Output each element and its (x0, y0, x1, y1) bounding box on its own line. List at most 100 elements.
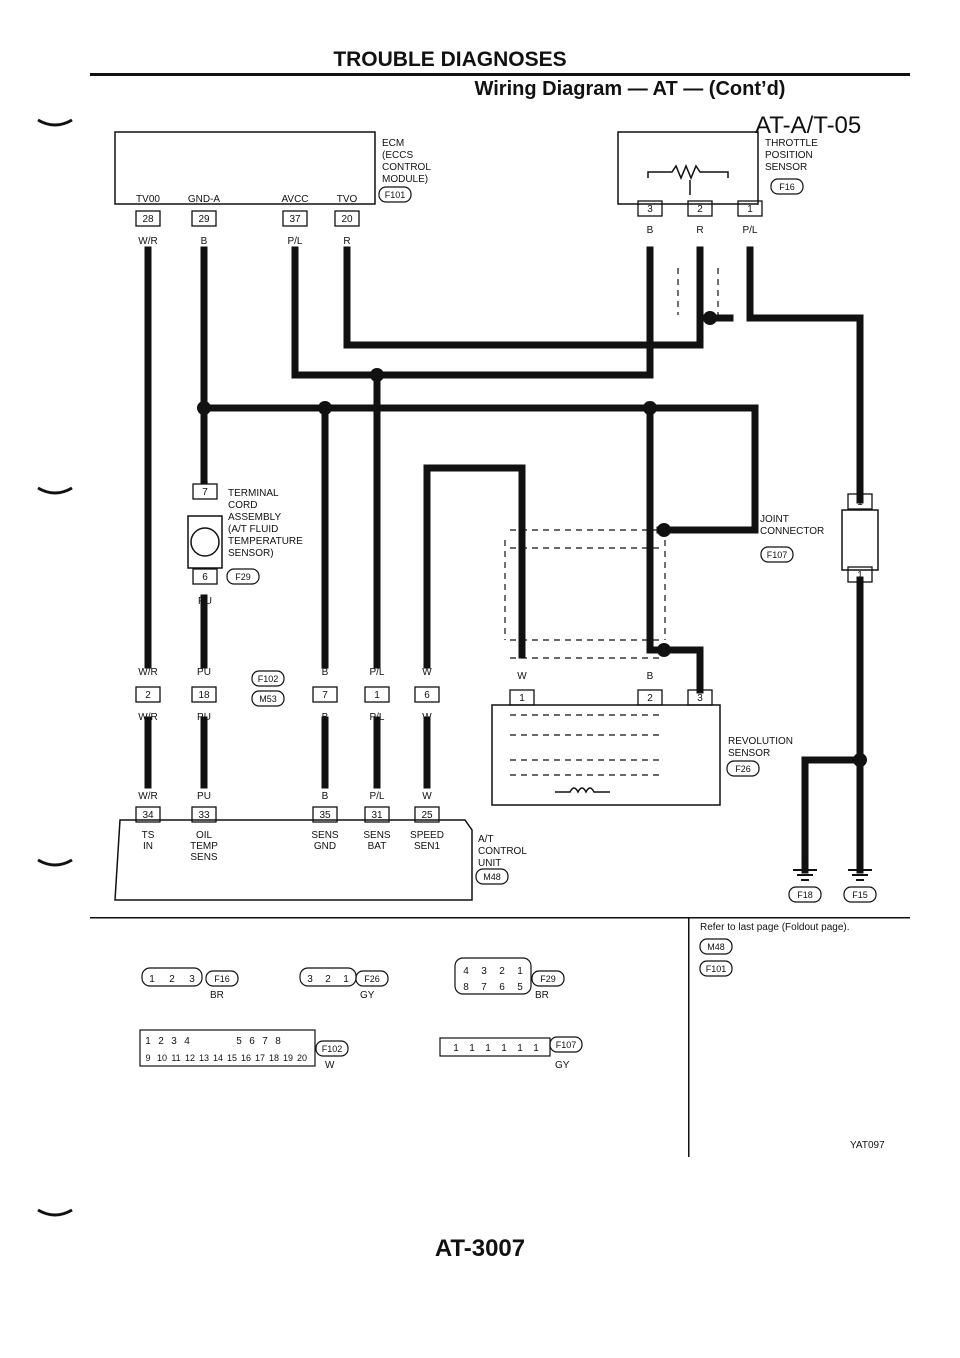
connector-code-badge (355, 970, 389, 987)
inline-wire-color: PU (197, 667, 211, 678)
reference-divider (688, 917, 690, 1157)
sensor-coil-symbol (555, 787, 610, 794)
ecm-terminal-name: GND-A (188, 194, 221, 205)
f102-view-pin: 5 (236, 1036, 242, 1047)
pin-box (192, 483, 218, 500)
pin-box (414, 806, 440, 823)
revolution-wire-color: B (647, 671, 654, 682)
ecm-terminal-name: AVCC (281, 194, 308, 205)
pin-box (312, 806, 338, 823)
terminal-cord-label: (A/T FLUID (228, 524, 278, 535)
pin-box (334, 210, 360, 227)
ecm-pin: 29 (198, 214, 210, 225)
f107-view-pin: 1 (533, 1043, 539, 1054)
tcu-terminal-name: GND (314, 841, 336, 852)
f29-view-pin: 1 (517, 966, 523, 977)
inline-pin: 7 (322, 690, 328, 701)
tcu-terminal-name: OIL (196, 830, 213, 841)
f102-view-pin: 3 (171, 1036, 177, 1047)
inline-wire-color: W/R (138, 667, 157, 678)
page-subtitle: Wiring Diagram — AT — (Cont’d) (474, 78, 786, 100)
connector-code-badge (378, 186, 412, 203)
f102-view-color: W (325, 1060, 335, 1071)
shield-lines (504, 268, 719, 776)
splice-points (197, 311, 867, 767)
tcu-terminal-name: IN (143, 841, 153, 852)
connector-code-badge (788, 886, 822, 903)
joint-wire-color: B (857, 592, 864, 603)
f102-view-pin: 18 (269, 1053, 279, 1063)
tcu-terminal-name: SENS (363, 830, 391, 841)
f102-view-code: F102 (322, 1044, 343, 1054)
ground-wire-color: B (802, 854, 809, 865)
joint-connector-box (841, 509, 879, 571)
pin-box (282, 210, 308, 227)
ecm-terminal-name: TVO (337, 194, 358, 205)
tcu-wire-color: W/R (138, 791, 157, 802)
ecm-terminal-name: TV00 (136, 194, 160, 205)
connector-code-badge (251, 670, 285, 687)
pin-box (687, 689, 713, 706)
tcu-pin: 35 (319, 810, 331, 821)
f29-view-pin: 4 (463, 966, 469, 977)
revolution-wire-color: W (517, 671, 527, 682)
revolution-pin: 3 (697, 693, 703, 704)
pin-box (135, 686, 161, 703)
throttle-sensor-label: THROTTLE (765, 138, 818, 149)
ground-wire-color: B (857, 854, 864, 865)
revolution-pin: 1 (519, 693, 525, 704)
tcu-terminal-name: SENS (190, 852, 218, 863)
f29-view-code: F29 (540, 974, 556, 984)
section-rule (90, 917, 910, 919)
potentiometer-symbol (647, 164, 729, 180)
thermistor-icon (190, 527, 220, 557)
ecm-pin: 20 (341, 214, 353, 225)
inline-connector-code: F102 (258, 674, 279, 684)
reference-code: M48 (707, 942, 725, 952)
tcu-terminal-name: SEN1 (414, 841, 441, 852)
connector-code-badge (251, 690, 285, 707)
inline-wire-color: W (422, 667, 432, 678)
tcu-wire-color: B (322, 791, 329, 802)
image-code: YAT097 (850, 1140, 885, 1151)
connector-code-badge (843, 886, 877, 903)
connector-code-badge (226, 568, 260, 585)
revolution-sensor-label: REVOLUTION (728, 736, 793, 747)
joint-pin: 1 (857, 497, 863, 508)
f16-view-pin: 1 (149, 974, 155, 985)
tcu-wire-color: W (422, 791, 432, 802)
pin-box (135, 210, 161, 227)
f29-view-pin: 3 (481, 966, 487, 977)
f102-view-pin: 7 (262, 1036, 268, 1047)
diagram-code: AT-A/T-05 (755, 112, 862, 139)
ecm-pin: 37 (289, 214, 301, 225)
tcu-pin: 25 (421, 810, 433, 821)
terminal-cord-label: TERMINAL (228, 488, 279, 499)
f29-view-pin: 6 (499, 982, 505, 993)
pin-box (191, 210, 217, 227)
connector-code-badge (726, 760, 760, 777)
throttle-pin: 1 (747, 204, 753, 215)
inline-wire-color: P/L (369, 712, 384, 723)
f107-view-code: F107 (556, 1040, 577, 1050)
tcu-terminal-name: TS (142, 830, 155, 841)
f26-view-pin: 1 (343, 974, 349, 985)
f102-view-pin: 10 (157, 1053, 167, 1063)
pin-box (509, 689, 535, 706)
f102-view-pin: 14 (213, 1053, 223, 1063)
pin-box (414, 686, 440, 703)
f107-view-color: GY (555, 1060, 570, 1071)
inline-wire-color: W (422, 712, 432, 723)
f107-view-pin: 1 (517, 1043, 523, 1054)
temp-sensor-box (187, 515, 223, 569)
throttle-sensor-label: POSITION (765, 150, 813, 161)
throttle-wire-color: R (696, 225, 703, 236)
ecm-wire-color: B (201, 236, 208, 247)
f102-view-pin: 17 (255, 1053, 265, 1063)
tcu-label: CONTROL (478, 846, 527, 857)
connector-code-badge (205, 970, 239, 987)
joint-pin: 1 (857, 570, 863, 581)
ground-connector-code: F18 (797, 890, 813, 900)
f16-view-pin: 2 (169, 974, 175, 985)
f29-view-color: BR (535, 990, 549, 1001)
